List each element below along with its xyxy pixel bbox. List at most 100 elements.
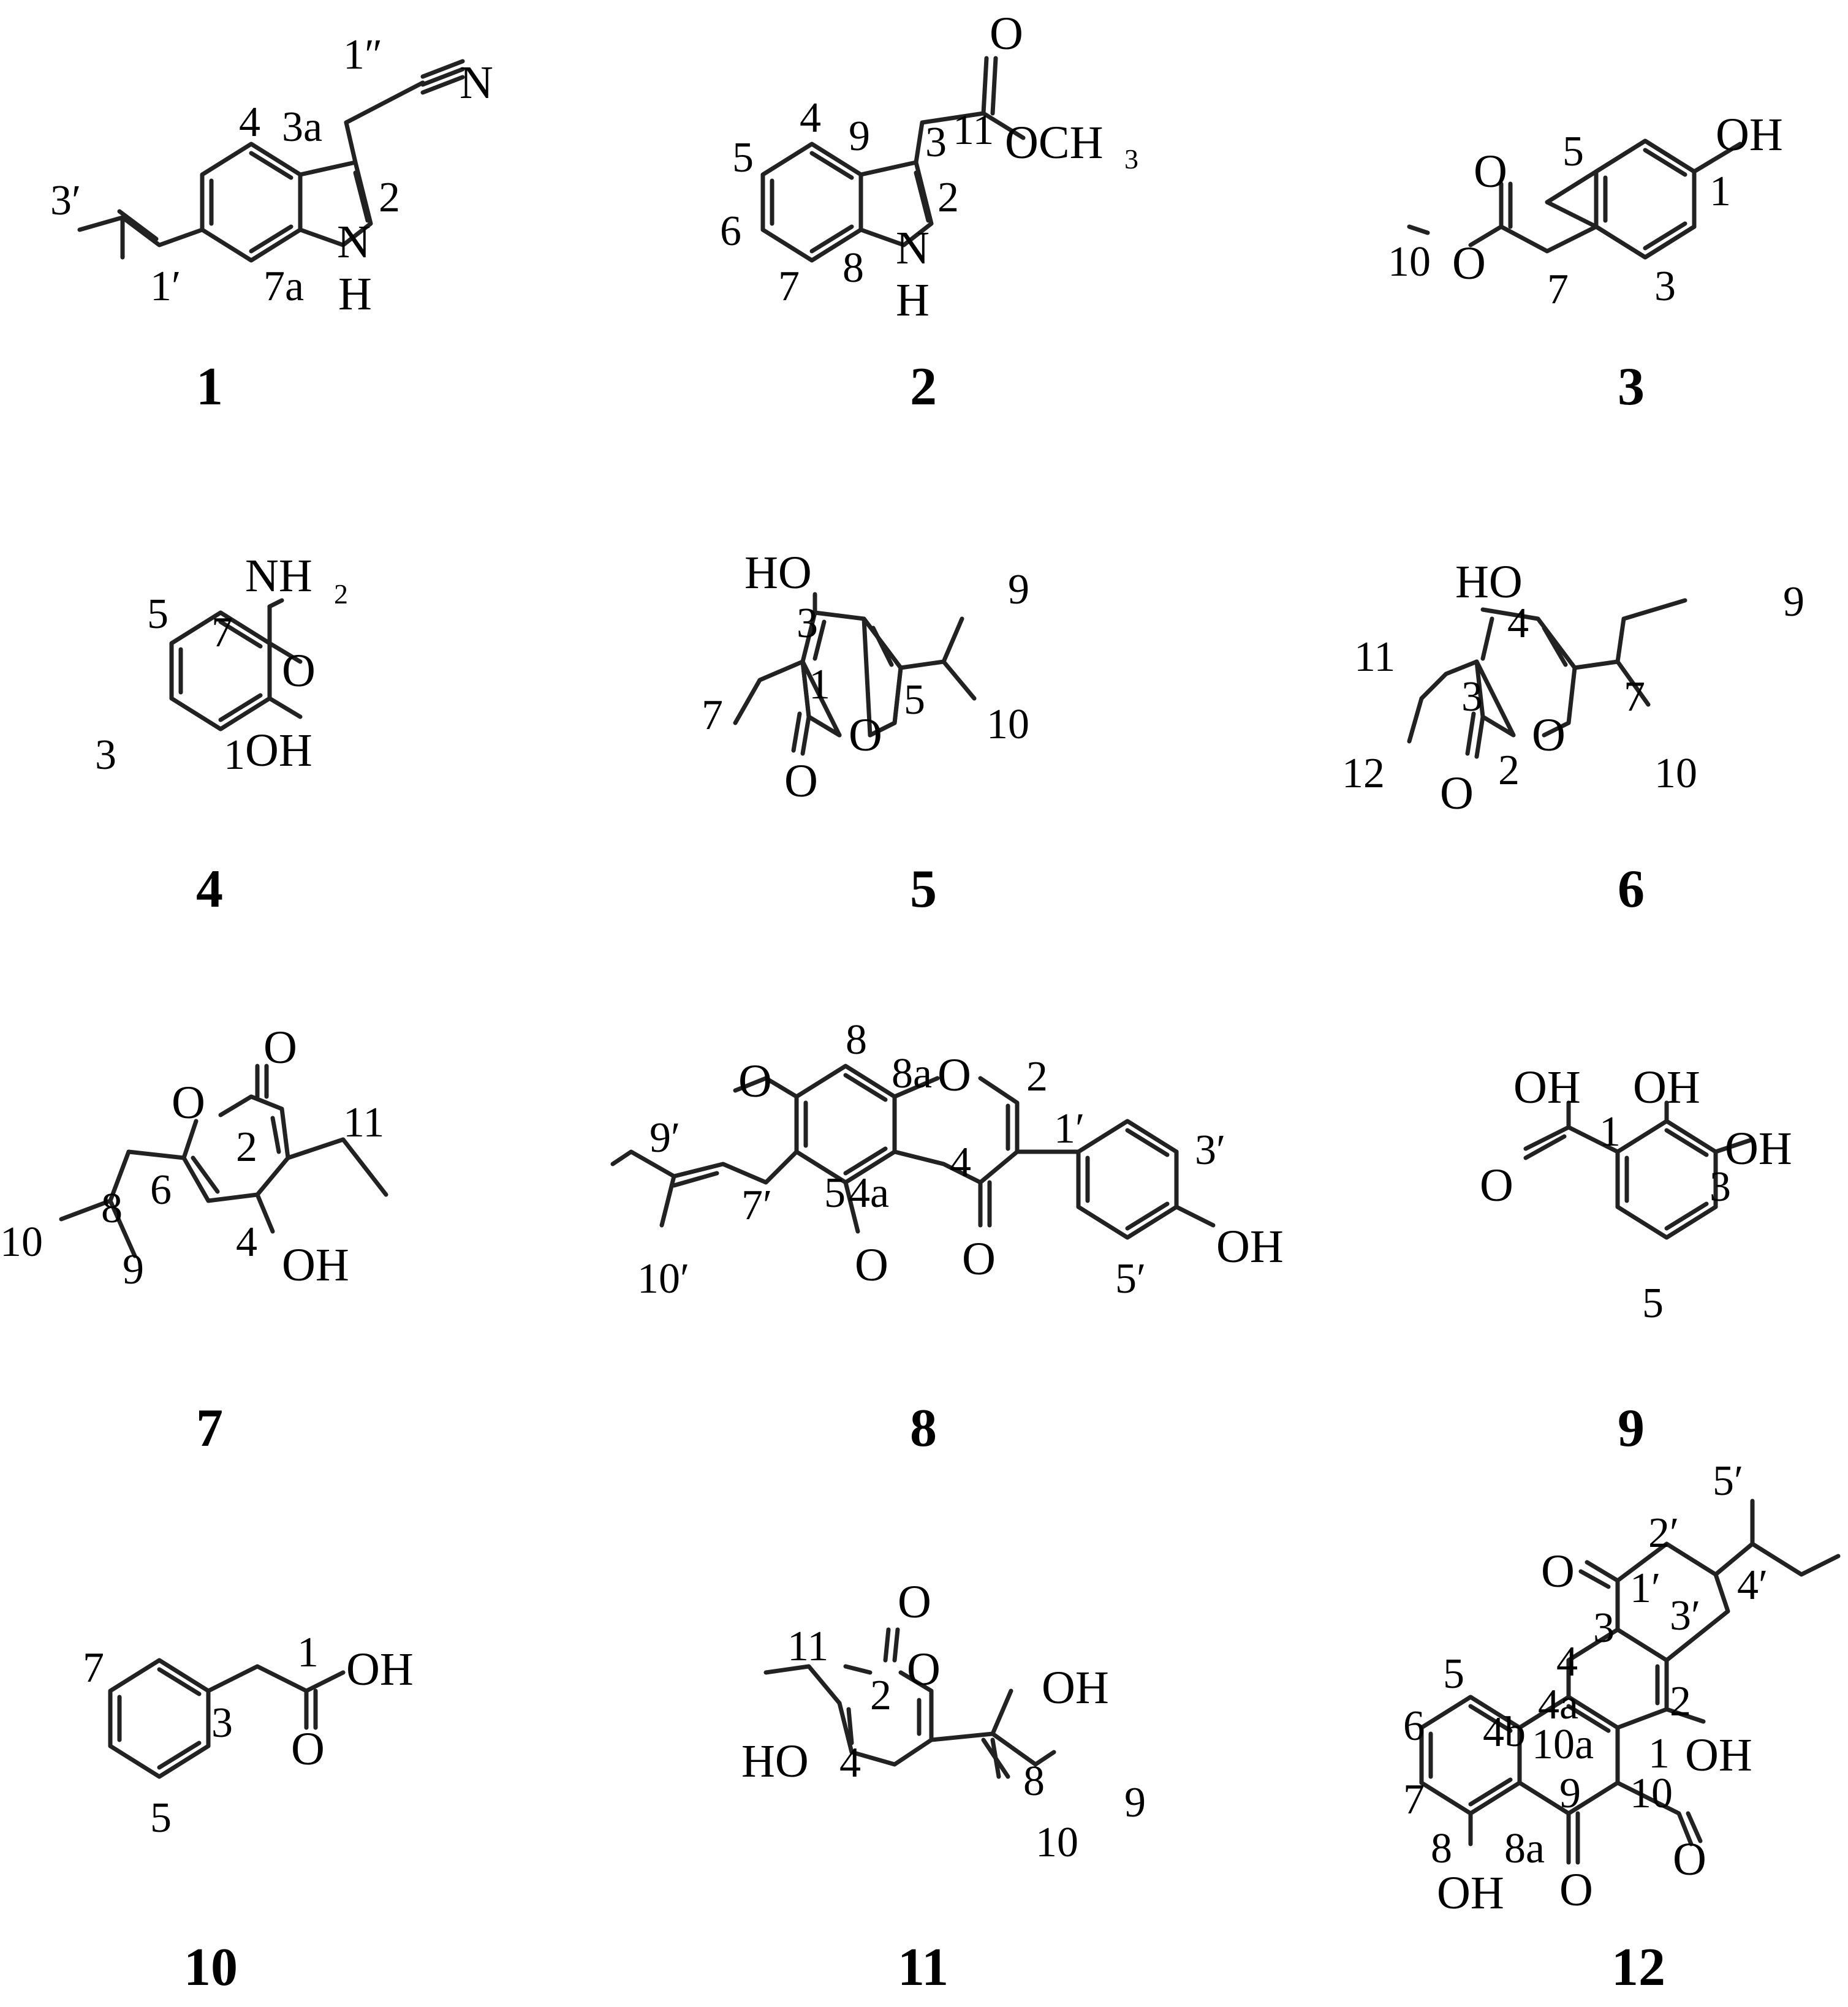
compound-4-label-6: 3 <box>95 731 116 779</box>
compound-9-label-5: O <box>1480 1160 1513 1211</box>
compound-6-label-10: 10 <box>1654 750 1697 797</box>
compound-2-label-10: 6 <box>720 208 741 255</box>
compound-11-structure <box>763 1627 1056 1779</box>
compound-4-label-5: O <box>282 645 316 697</box>
compound-9-label-7: 5 <box>1642 1280 1664 1327</box>
compound-8-label-6: 9′ <box>649 1114 680 1162</box>
compound-2-label-4: 3 <box>925 119 947 166</box>
compound-10-label-2: OH <box>346 1644 414 1695</box>
compound-10-label-4: 3 <box>211 1699 233 1747</box>
compound-11-label-10: 10 <box>1036 1819 1078 1866</box>
compound-6-label-6: 7 <box>1624 673 1645 720</box>
compound-7-label-9: 4 <box>236 1219 257 1266</box>
compound-12-label-5: 3 <box>1593 1604 1615 1652</box>
compound-5-structure <box>733 592 977 756</box>
compound-12-label-14: 10a <box>1532 1721 1594 1768</box>
compound-4-label-3: 5 <box>147 591 169 638</box>
compound-12-label-7: 4′ <box>1737 1562 1768 1609</box>
compound-1-label-5: 2 <box>379 174 400 221</box>
compound-12-label-22: O <box>1673 1834 1706 1885</box>
compound-3-label-3: 1 <box>1710 168 1731 215</box>
compound-11-label-3: 2 <box>870 1672 892 1719</box>
compound-12-label-2: 2′ <box>1648 1510 1679 1557</box>
compound-8-label-2: 8 <box>846 1016 867 1064</box>
compound-1-label-8: 7a <box>263 263 304 310</box>
compound-1-label-4: 3a <box>282 104 322 151</box>
compound-3-label-5: 10 <box>1388 238 1431 285</box>
compound-8-label-8: 3′ <box>1195 1127 1225 1174</box>
compound-1-label-9: N <box>337 216 371 268</box>
compound-2-label-6: OCH <box>1005 117 1103 168</box>
compound-11-label-6: HO <box>741 1736 809 1787</box>
compound-5-label-1: HO <box>744 547 812 599</box>
compound-12-label-21: 8a <box>1504 1825 1545 1872</box>
compound-5-id: 5 <box>910 860 937 919</box>
compound-8-label-9: 7′ <box>741 1182 772 1229</box>
compound-2-label-5: 11 <box>953 107 994 154</box>
compound-6-structure <box>1407 598 1687 759</box>
compound-5-label-4: 7 <box>702 692 723 739</box>
compound-8-structure <box>610 1064 1216 1240</box>
compound-12-label-23: OH <box>1437 1867 1504 1919</box>
compound-2-label-1: O <box>990 8 1023 59</box>
compound-5-label-7: O <box>849 709 882 761</box>
compound-2-label-7: 3 <box>1124 143 1138 175</box>
compound-8-label-16: 5′ <box>1115 1255 1146 1302</box>
compound-1-label-1: 1″ <box>343 31 382 78</box>
compound-6-label-3: 9 <box>1783 578 1804 626</box>
compound-4-label-7: 1 <box>224 731 245 779</box>
compound-8-label-1: O <box>738 1056 772 1107</box>
compound-7-label-3: 11 <box>343 1099 384 1146</box>
compound-7-label-8: 9 <box>123 1246 144 1293</box>
compound-11-label-5: OH <box>1042 1662 1109 1714</box>
compound-8-label-14: 10′ <box>637 1255 689 1302</box>
compound-11-label-7: 4 <box>839 1739 861 1786</box>
compound-2-label-2: 4 <box>800 94 821 142</box>
compound-7-label-1: O <box>263 1022 297 1073</box>
compound-6-label-8: O <box>1532 709 1566 761</box>
compound-5-label-5: 1 <box>809 661 830 708</box>
compound-7-structure <box>59 1064 388 1258</box>
compound-5-label-8: 10 <box>986 701 1029 748</box>
compound-7-label-10: OH <box>282 1239 349 1291</box>
compound-2-label-12: 7 <box>778 263 800 310</box>
compound-6-label-2: 4 <box>1507 600 1529 647</box>
compound-11-id: 11 <box>898 1938 949 1997</box>
compound-12-label-3: O <box>1541 1546 1575 1597</box>
compound-9-label-6: 3 <box>1710 1163 1731 1211</box>
compound-10-label-6: 5 <box>150 1794 172 1842</box>
compound-3-id: 3 <box>1618 357 1645 417</box>
compound-8-label-3: 8a <box>892 1050 932 1097</box>
compound-4-structure <box>169 598 303 731</box>
compound-12-label-16: OH <box>1685 1729 1752 1781</box>
compound-12-label-9: 5 <box>1443 1650 1464 1698</box>
compound-3-label-8: 3 <box>1654 263 1676 310</box>
compound-1-structure <box>77 59 465 263</box>
compound-8-label-13: O <box>962 1233 996 1285</box>
compound-8-label-17: OH <box>1216 1221 1284 1272</box>
compound-8-label-11: 5 <box>824 1170 846 1217</box>
compound-7-id: 7 <box>196 1399 223 1458</box>
compound-12-id: 12 <box>1611 1938 1665 1997</box>
compound-8-label-7: 1′ <box>1054 1105 1085 1152</box>
compound-4-label-8: OH <box>245 725 312 776</box>
compound-3-label-6: O <box>1452 238 1486 289</box>
compound-12-label-15: 1 <box>1648 1730 1670 1777</box>
compound-10-label-1: 1 <box>297 1629 319 1676</box>
compound-8-label-12: 4a <box>849 1170 889 1217</box>
compound-12-label-11: 2 <box>1670 1678 1691 1725</box>
compound-7-label-7: 10 <box>0 1219 43 1266</box>
compound-12-label-20: 8 <box>1431 1825 1452 1872</box>
compound-10-label-3: 7 <box>83 1644 104 1691</box>
compound-12-label-4: 1′ <box>1630 1565 1661 1612</box>
compound-6-id: 6 <box>1618 860 1645 919</box>
compound-2-label-9: 2 <box>937 174 959 221</box>
compound-1-label-7: 1′ <box>150 263 181 310</box>
compound-3-label-2: OH <box>1716 109 1783 161</box>
compound-7-label-5: 6 <box>150 1166 172 1214</box>
compound-6-label-5: 3 <box>1461 673 1483 720</box>
compound-4-id: 4 <box>196 860 223 919</box>
compound-7-label-2: O <box>172 1077 205 1128</box>
compound-1-label-6: 3′ <box>50 177 81 224</box>
